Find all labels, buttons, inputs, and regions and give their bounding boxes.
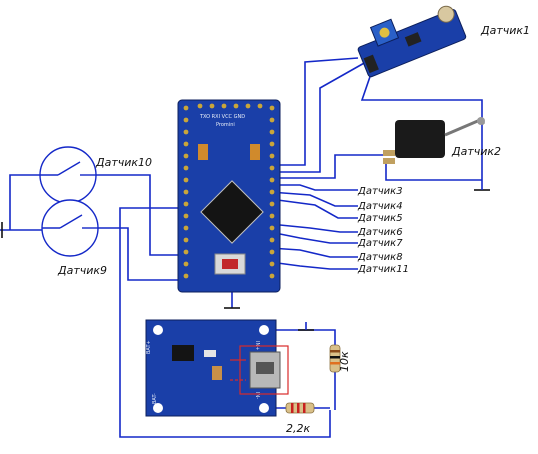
wire-sensor4 xyxy=(269,191,358,207)
smd-cap xyxy=(212,366,222,380)
wire-sensor1-c xyxy=(360,64,483,180)
wire-sensor7 xyxy=(269,231,358,244)
ground-symbols xyxy=(1,180,490,331)
label-sensor6: Датчик6 xyxy=(357,227,403,238)
pad-bat-minus xyxy=(153,403,163,413)
capacitor-left xyxy=(198,144,208,160)
wire-sensor9 xyxy=(98,227,190,281)
label-resistor-10k: 10к xyxy=(338,351,351,372)
pad-in-minus xyxy=(259,403,269,413)
board-top-pins-label: TXO RXI VCC GND xyxy=(199,114,245,120)
wire-sensor1-b xyxy=(270,61,367,173)
reset-button-cap xyxy=(222,259,238,269)
capacitor-right xyxy=(250,144,260,160)
usb-outline xyxy=(239,345,289,395)
wire-sensor10 xyxy=(96,174,185,256)
wire-long-loop xyxy=(119,207,331,438)
wire-sensor3 xyxy=(270,184,358,191)
resistor-2k2 xyxy=(285,402,315,414)
light-sensor-module xyxy=(357,5,467,78)
microswitch-terminal-2 xyxy=(383,158,395,164)
label-sensor3: Датчик3 xyxy=(357,186,403,197)
charger-chip xyxy=(172,345,194,361)
microswitch xyxy=(383,117,486,164)
label-in-minus: IN- xyxy=(254,392,260,399)
label-bat-plus: BAT+ xyxy=(146,340,152,354)
label-sensor9: Датчик9 xyxy=(57,264,107,277)
resistor-10k xyxy=(329,344,341,373)
potentiometer-knob xyxy=(379,27,390,38)
label-sensor7: Датчик7 xyxy=(357,238,403,249)
wire-sensor9-right xyxy=(269,261,358,270)
pad-bat-plus-top xyxy=(153,325,163,335)
wires xyxy=(0,57,483,438)
usb-port xyxy=(256,362,274,374)
photoresistor xyxy=(437,5,455,23)
wire-left-common-top xyxy=(9,174,40,230)
label-sensor5: Датчик5 xyxy=(357,213,403,224)
charger-module: BAT+ BAT- IN+ IN- xyxy=(145,319,289,417)
label-resistor-2k2: 2,2к xyxy=(286,422,310,435)
board-brand-label: Promini xyxy=(216,122,235,128)
atmega-chip xyxy=(200,180,264,244)
label-sensor4: Датчик4 xyxy=(357,201,403,212)
switch-sensor10 xyxy=(39,146,97,204)
wire-sensor8 xyxy=(269,247,358,258)
label-sensor10: Датчик10 xyxy=(95,156,152,169)
pad-in-plus xyxy=(259,325,269,335)
board-pins xyxy=(183,103,275,279)
label-sensor11: Датчик11 xyxy=(357,264,409,275)
label-sensor8: Датчик8 xyxy=(357,252,403,263)
label-bat-minus: BAT- xyxy=(152,393,158,404)
arduino-pro-mini: TXO RXI VCC GND Promini xyxy=(177,99,281,293)
microswitch-terminal-1 xyxy=(383,150,395,156)
wire-charger-in-plus xyxy=(262,329,336,345)
wire-sensor6 xyxy=(269,223,358,233)
smd-resistor xyxy=(204,350,216,357)
switch-sensor9 xyxy=(41,199,99,257)
microswitch-roller xyxy=(477,117,485,125)
label-sensor1: Датчик1 xyxy=(480,24,530,37)
wire-sensor2-b xyxy=(385,162,482,181)
wire-sensor1-a xyxy=(270,57,359,166)
wire-sensor2-a xyxy=(270,154,385,179)
sensor1-pins xyxy=(363,54,379,74)
wire-sensor5 xyxy=(269,198,358,219)
microswitch-body xyxy=(395,120,445,158)
comparator-chip xyxy=(404,32,422,47)
label-sensor2: Датчик2 xyxy=(451,145,501,158)
usb-connector xyxy=(249,351,281,389)
